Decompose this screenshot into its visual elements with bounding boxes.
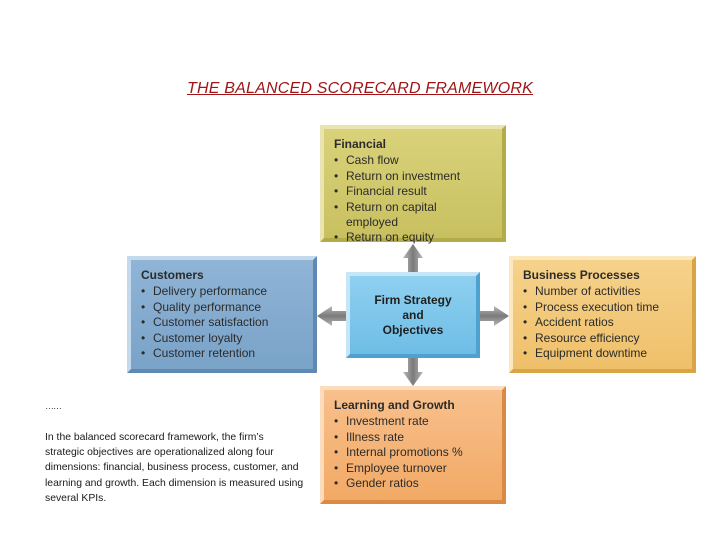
customers-list: Delivery performance Quality performance… [141,284,303,361]
slide-title: THE BALANCED SCORECARD FRAMEWORK [187,80,533,97]
list-item: Accident ratios [523,315,682,331]
list-item: Return on investment [334,169,492,185]
financial-box: Financial Cash flow Return on investment… [320,125,506,246]
business-processes-list: Number of activities Process execution t… [523,284,682,361]
list-item: Process execution time [523,300,682,316]
financial-list: Cash flow Return on investment Financial… [334,153,492,246]
center-line-3: Objectives [382,322,444,337]
list-item: Resource efficiency [523,331,682,347]
list-item: Quality performance [141,300,303,316]
learning-growth-list: Investment rate Illness rate Internal pr… [334,414,492,491]
firm-strategy-box: Firm Strategy and Objectives [346,272,480,358]
learning-growth-box: Learning and Growth Investment rate Illn… [320,386,506,504]
list-item: Return on equity [334,230,492,246]
list-item: Employee turnover [334,461,492,477]
list-item: Gender ratios [334,476,492,492]
list-item: Investment rate [334,414,492,430]
list-item: Customer loyalty [141,331,303,347]
center-line-2: and [402,307,424,322]
financial-heading: Financial [334,137,387,151]
list-item: Delivery performance [141,284,303,300]
list-item: Customer satisfaction [141,315,303,331]
list-item: Illness rate [334,430,492,446]
business-processes-heading: Business Processes [523,268,640,282]
arrow-up [403,244,423,272]
center-line-1: Firm Strategy [374,292,452,307]
list-item: Return on capital employed [334,200,492,231]
dotted-marker: …… [45,401,62,411]
learning-growth-heading: Learning and Growth [334,398,455,412]
arrow-right [480,306,509,326]
arrow-down [403,358,423,386]
list-item: Financial result [334,184,492,200]
description-text: In the balanced scorecard framework, the… [45,432,304,504]
list-item: Internal promotions % [334,445,492,461]
list-item: Cash flow [334,153,492,169]
arrow-left [317,306,346,326]
customers-heading: Customers [141,268,204,282]
list-item: Equipment downtime [523,346,682,362]
list-item: Customer retention [141,346,303,362]
customers-box: Customers Delivery performance Quality p… [127,256,317,373]
list-item: Number of activities [523,284,682,300]
business-processes-box: Business Processes Number of activities … [509,256,696,373]
